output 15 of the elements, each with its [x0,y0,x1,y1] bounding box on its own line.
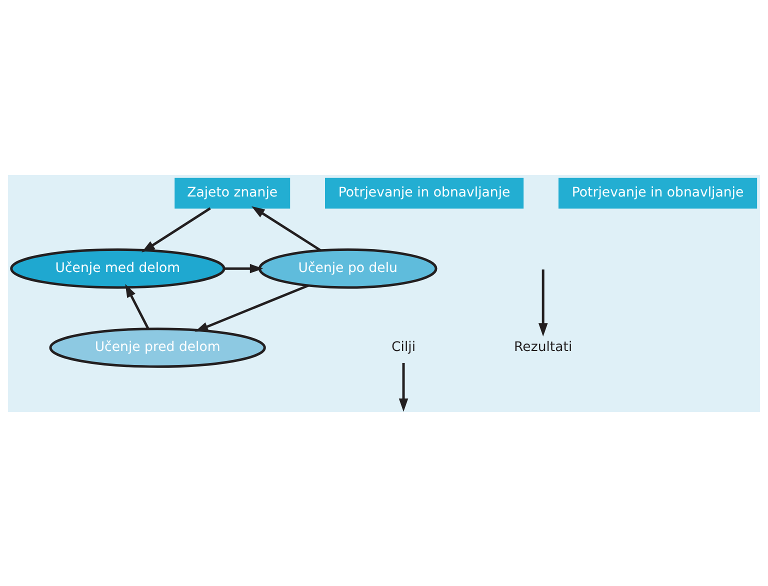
arrow [224,263,264,273]
node-ellipse: Učenje pred delom [49,327,266,368]
arrow [125,284,150,329]
node-text: Rezultati [514,339,572,354]
node-box: Potrjevanje in obnavljanje [558,177,758,208]
arrow [194,284,309,332]
arrow [398,362,408,412]
node-ellipse: Učenje med delom [10,248,226,288]
arrow [142,206,211,252]
node-text: Cilji [392,339,416,354]
node-ellipse: Učenje po delu [258,248,438,288]
arrow [251,206,322,252]
node-box: Potrjevanje in obnavljanje [325,177,524,208]
node-box: Zajeto znanje [174,177,290,208]
arrow [538,268,548,336]
